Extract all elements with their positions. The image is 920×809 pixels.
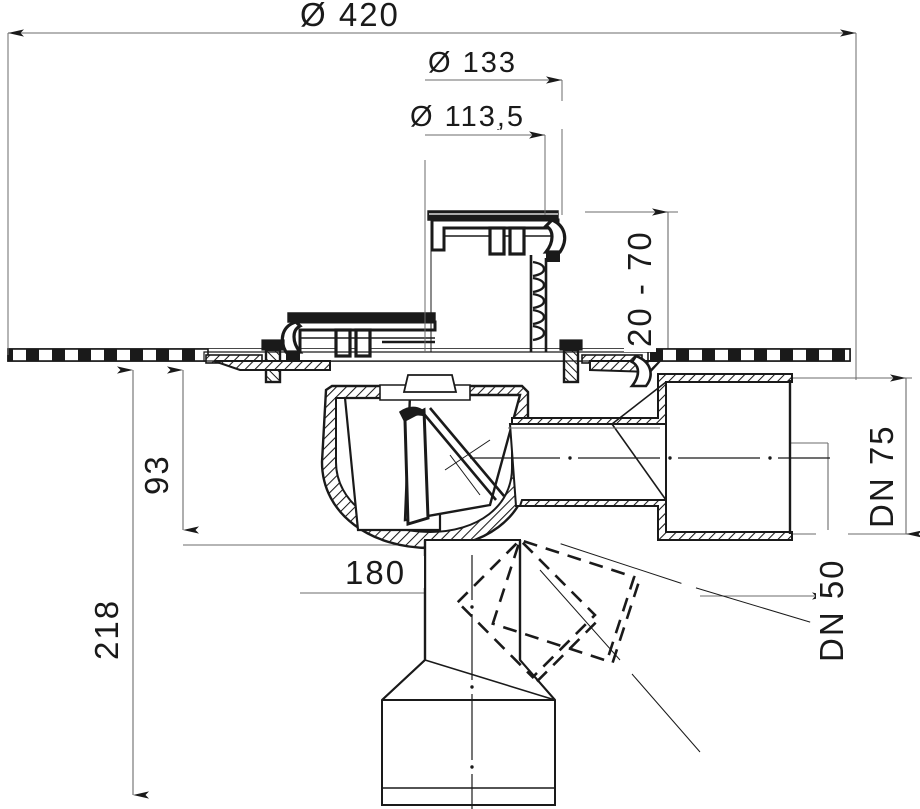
label-dia-133: Ø 133: [428, 47, 517, 79]
vertical-outlet: [381, 539, 556, 809]
geometry-layer: [7, 33, 857, 809]
swivel-outlet-ghost: [455, 538, 642, 683]
swivel-outlet-ghost-centerlines: [539, 543, 811, 753]
label-dia-113-5: Ø 113,5: [410, 101, 525, 133]
label-height-93: 93: [138, 454, 175, 495]
label-dn-50: DN 50: [813, 558, 850, 662]
label-width-180: 180: [345, 554, 406, 591]
label-dn-75: DN 75: [863, 424, 900, 528]
dimension-text-layer: Ø 420 Ø 133 Ø 113,5 20 - 70 93 218 180 D…: [88, 0, 900, 666]
clamping-ring: [203, 339, 663, 388]
label-range-20-70: 20 - 70: [621, 230, 658, 347]
upper-grate-frame: [427, 210, 567, 262]
sealing-membrane: [7, 348, 851, 362]
threaded-riser: [430, 220, 548, 352]
label-height-218: 218: [88, 599, 125, 660]
trap-body: [320, 374, 530, 550]
label-dia-420: Ø 420: [300, 0, 400, 33]
horizontal-outlet: [470, 373, 830, 541]
